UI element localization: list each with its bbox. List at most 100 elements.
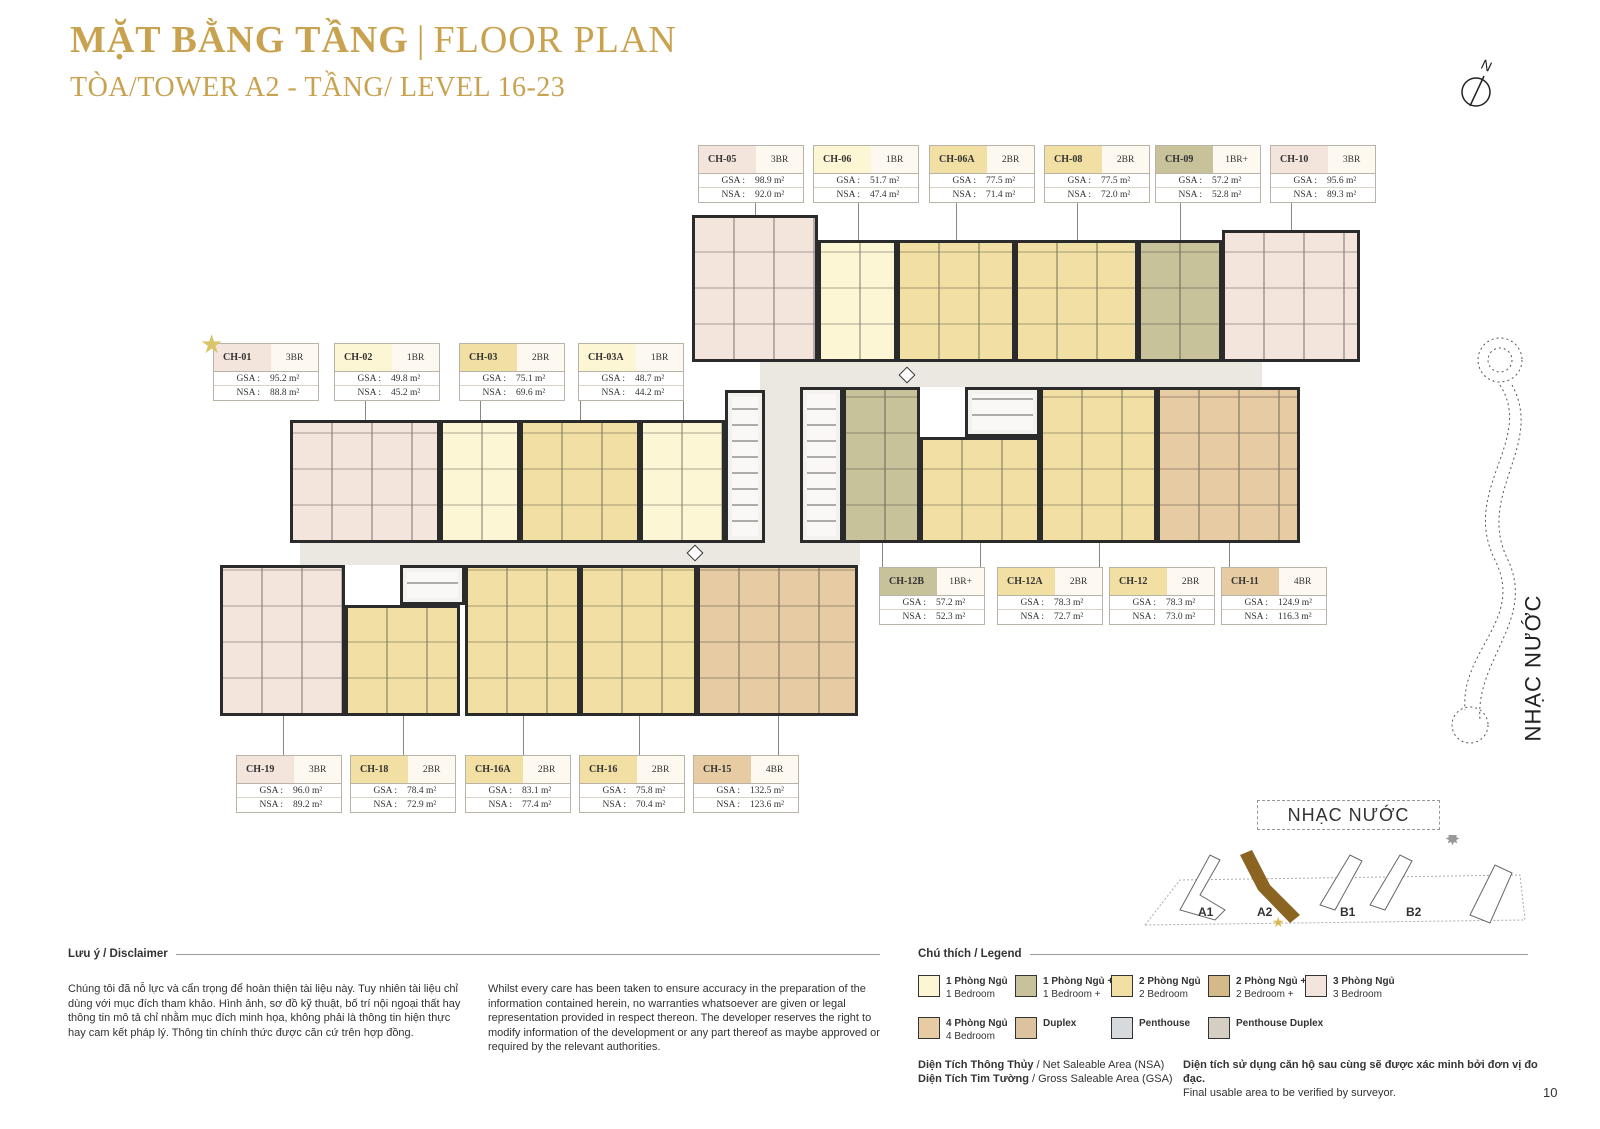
nsa-label: NSA :	[1132, 612, 1157, 622]
nsa-label: NSA :	[373, 800, 398, 810]
gsa-value: 95.6 m²	[1327, 175, 1357, 186]
unit-code: CH-11	[1222, 568, 1280, 595]
legend-swatch	[1015, 975, 1037, 997]
nsa-value: 71.4 m²	[986, 190, 1016, 200]
unit-code: CH-15	[694, 756, 752, 783]
unit-ch-03a	[640, 420, 725, 543]
legend-label-vi: 2 Phòng Ngủ +	[1236, 976, 1307, 987]
compass-label: N	[1479, 56, 1495, 75]
divider	[1029, 953, 1528, 955]
legend-item: 1 Phòng Ngủ +1 Bedroom +	[1015, 975, 1113, 1001]
title-vi: MẶT BẰNG TẦNG	[70, 19, 409, 61]
leader-line	[639, 716, 640, 755]
leader-line	[283, 716, 284, 755]
gsa-label: GSA :	[1244, 597, 1269, 608]
unit-ch-16	[580, 565, 697, 716]
site-map-title: NHẠC NƯỚC	[1257, 800, 1440, 830]
nsa-label: NSA :	[259, 800, 284, 810]
unit-type: 1BR+	[1213, 146, 1260, 173]
nsa-value: 45.2 m²	[391, 388, 421, 398]
unit-type: 2BR	[1055, 568, 1102, 595]
page-number: 10	[1543, 1085, 1558, 1100]
unit-code: CH-12A	[998, 568, 1056, 595]
nsa-value: 89.3 m²	[1327, 190, 1357, 200]
area-note: Diện tích sử dụng căn hộ sau cùng sẽ đượ…	[1183, 1058, 1538, 1100]
nsa-label: NSA :	[721, 190, 746, 200]
unit-type: 2BR	[408, 756, 455, 783]
unit-ch-16a	[465, 565, 580, 716]
nsa-label: NSA :	[1178, 190, 1203, 200]
gsa-value: 75.1 m²	[516, 373, 546, 384]
nsa-value: 69.6 m²	[516, 388, 546, 398]
legend-item: Penthouse	[1111, 1017, 1190, 1039]
leader-line	[523, 716, 524, 755]
tower-b2-label: B2	[1406, 905, 1422, 919]
unit-ch-05	[692, 215, 818, 362]
stair-core	[400, 565, 465, 605]
leader-line	[1291, 203, 1292, 230]
tower-a2-label: A2	[1257, 905, 1273, 919]
nsa-label: NSA :	[836, 190, 861, 200]
unit-code: CH-08	[1045, 146, 1103, 173]
page-title: MẶT BẰNG TẦNG|FLOOR PLAN	[70, 18, 677, 62]
legend-label-en: 2 Bedroom	[1139, 989, 1188, 1000]
unit-code: CH-16	[580, 756, 638, 783]
nsa-value: 116.3 m²	[1278, 612, 1312, 622]
unit-type: 1BR	[871, 146, 918, 173]
legend-label-en: 1 Bedroom +	[1043, 989, 1101, 1000]
nsa-label: NSA :	[488, 800, 513, 810]
gsa-value: 77.5 m²	[986, 175, 1016, 186]
legend-swatch	[1208, 1017, 1230, 1039]
gsa-label: GSA :	[488, 785, 513, 796]
nsa-value: 72.0 m²	[1101, 190, 1131, 200]
unit-type: 2BR	[637, 756, 684, 783]
gsa-label: GSA :	[1178, 175, 1203, 186]
unit-type: 4BR	[1279, 568, 1326, 595]
legend-label-vi: Duplex	[1043, 1018, 1077, 1029]
unit-code: CH-19	[237, 756, 295, 783]
unit-ch-06a	[897, 240, 1015, 362]
area-definitions: Diện Tích Thông Thủy / Net Saleable Area…	[918, 1058, 1173, 1086]
gsa-value: 78.3 m²	[1166, 597, 1196, 608]
water-feature-path-icon	[1440, 330, 1540, 760]
stair-core	[725, 390, 765, 543]
nsa-label: NSA :	[1293, 190, 1318, 200]
gsa-value: 57.2 m²	[1212, 175, 1242, 186]
nsa-value: 72.7 m²	[1054, 612, 1084, 622]
tower-b1-label: B1	[1340, 905, 1356, 919]
legend-label-en: 3 Bedroom	[1333, 989, 1382, 1000]
star-icon: ★	[200, 330, 224, 359]
gsa-value: 48.7 m²	[635, 373, 665, 384]
stair-core	[965, 387, 1040, 437]
nsa-value: 73.0 m²	[1166, 612, 1196, 622]
unit-code: CH-02	[335, 344, 393, 371]
nsa-label: NSA :	[236, 388, 261, 398]
unit-type: 1BR+	[937, 568, 984, 595]
disclaimer-en: Whilst every care has been taken to ensu…	[488, 983, 880, 1053]
leader-line	[980, 543, 981, 567]
nsa-value: 72.9 m²	[407, 800, 437, 810]
gsa-label: GSA :	[601, 373, 626, 384]
nsa-label-vi: Diện Tích Thông Thủy	[918, 1059, 1034, 1071]
nsa-label: NSA :	[952, 190, 977, 200]
site-map-drawing: ✸ ★	[1143, 835, 1526, 930]
gsa-label: GSA :	[1132, 597, 1157, 608]
gsa-value: 78.4 m²	[407, 785, 437, 796]
corridor	[300, 543, 860, 565]
nsa-value: 77.4 m²	[522, 800, 552, 810]
north-compass-icon: N	[1458, 50, 1498, 112]
unit-code: CH-03A	[579, 344, 637, 371]
nsa-value: 123.6 m²	[750, 800, 784, 810]
unit-type: 1BR	[392, 344, 439, 371]
